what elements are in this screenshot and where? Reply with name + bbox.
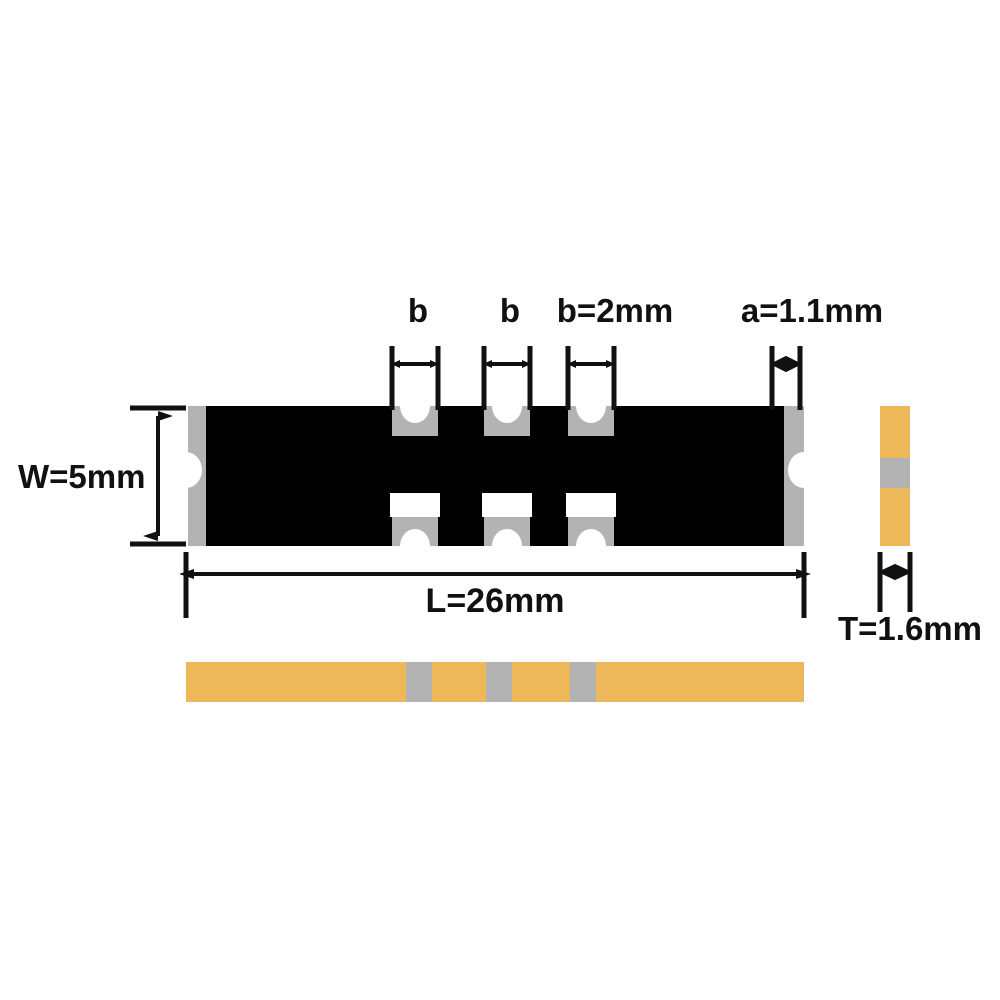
thickness-label: T=1.6mm xyxy=(838,610,982,647)
solder-pad-3 xyxy=(566,493,616,517)
pitch-label-2: b xyxy=(500,292,520,329)
thickness-arrow xyxy=(877,563,913,581)
length-label: L=26mm xyxy=(426,582,565,620)
bottom-notch-3 xyxy=(568,516,614,552)
thickness-dimension-group xyxy=(877,552,913,612)
board-right-edge-trim xyxy=(804,406,810,546)
width-dimension-group xyxy=(130,405,186,547)
length-dimension-group xyxy=(183,552,807,618)
solder-pad-1 xyxy=(390,493,440,517)
width-label: W=5mm xyxy=(18,458,145,495)
bottom-edge-view xyxy=(186,662,804,702)
bottom-view-band-3 xyxy=(570,662,596,702)
end-cap-notch-left xyxy=(186,452,202,488)
edge-view-plating-band xyxy=(880,458,910,488)
end-cap-notch-right xyxy=(788,452,804,488)
bottom-view-band-1 xyxy=(406,662,432,702)
notch-width-arrow xyxy=(769,355,803,373)
edge-view xyxy=(880,406,910,546)
top-notch-1 xyxy=(392,400,438,436)
pitch-label-1: b xyxy=(408,292,428,329)
solder-pad-2 xyxy=(482,493,532,517)
bottom-view-band-2 xyxy=(486,662,512,702)
top-notch-3 xyxy=(568,400,614,436)
board-left-edge-trim xyxy=(182,406,188,546)
bottom-notch-1 xyxy=(392,516,438,552)
bottom-notch-2 xyxy=(484,516,530,552)
pitch-label-3: b=2mm xyxy=(557,292,673,329)
notch-width-label: a=1.1mm xyxy=(741,292,883,329)
top-view xyxy=(182,400,810,552)
pitch-dimension-group xyxy=(389,346,803,410)
top-notch-2 xyxy=(484,400,530,436)
